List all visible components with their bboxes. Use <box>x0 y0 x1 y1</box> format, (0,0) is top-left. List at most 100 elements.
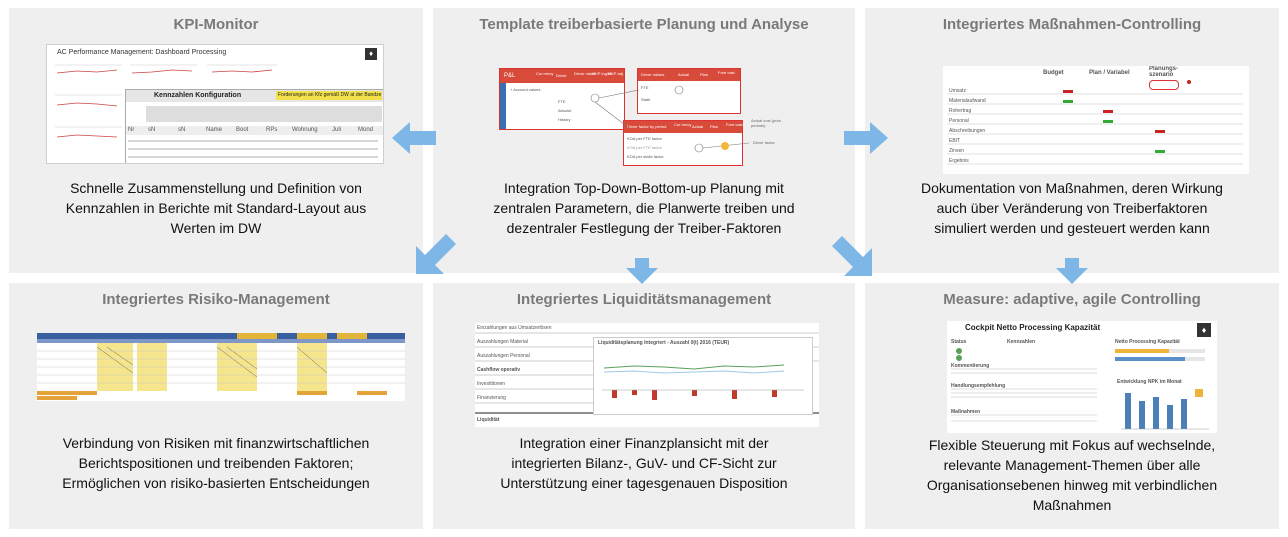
arrow-down-icon <box>1056 258 1088 284</box>
config-window: Kennzahlen Konfiguration Forderungen an … <box>125 89 383 163</box>
liquiditaet-screenshot: Einzahlungen aus Umsatzerlösen Auszahlun… <box>475 323 819 427</box>
panel-description: Dokumentation von Maßnahmen, deren Wirku… <box>875 178 1269 238</box>
dv-row: FTE <box>641 85 649 90</box>
status-label: Status <box>951 339 967 345</box>
dv-row: Stath <box>641 97 651 102</box>
lq-row: Cashflow operativ <box>477 367 521 373</box>
mc-row: Zinsen <box>949 148 965 154</box>
flow-connectors <box>590 85 750 153</box>
dv-head: Actual <box>678 72 690 77</box>
desc-line: Ermöglichen von risiko-basierten Entsche… <box>62 475 370 491</box>
section-label: Kommentierung <box>951 363 990 369</box>
section-label: Maßnahmen <box>951 409 981 415</box>
panel-title: Measure: adaptive, agile Controlling <box>943 291 1201 308</box>
measure-screenshot: Cockpit Netto Processing Kapazität ♦ Sta… <box>947 321 1217 433</box>
mc-grid-lines <box>947 80 1243 165</box>
driver-factor-header: Driver factor by period Cur rency Actual… <box>624 121 743 133</box>
df-head: Fore cast <box>726 122 743 127</box>
dv-head: Plan <box>700 72 709 77</box>
desc-line: Unterstützung einer tagesgenauen Disposi… <box>500 475 788 491</box>
col-4: Boot <box>236 127 249 133</box>
col-8: Mond <box>358 127 374 133</box>
dv-head: Fore cast <box>718 70 735 75</box>
desc-line: Werten im DW <box>170 220 262 236</box>
config-badge-text: Forderungen an Kfz gemäß DW at der Bandz… <box>278 92 382 98</box>
desc-line: Kennzahlen in Berichte mit Standard-Layo… <box>65 200 367 216</box>
panel-title: Integriertes Maßnahmen-Controlling <box>942 16 1202 33</box>
panel-description: Integration Top-Down-Bottom-up Planung m… <box>443 178 845 238</box>
panel-massnahmen-controlling: Integriertes Maßnahmen-Controlling Budge… <box>865 8 1279 273</box>
mc-col: Plan / Variabel <box>1089 70 1130 76</box>
panel-liquiditaetsmanagement: Integriertes Liquiditätsmanagement Einza… <box>433 283 855 529</box>
pl-row: History <box>558 117 571 122</box>
panel-title: Integriertes Liquiditätsmanagement <box>516 291 772 308</box>
pl-table-header: P&L Cur rency Driver Driver value GKP in… <box>500 69 624 83</box>
df-head: Driver factor by period <box>627 124 667 129</box>
arrow-down-icon <box>626 258 658 284</box>
panel-measure-controlling: Measure: adaptive, agile Controlling Coc… <box>865 283 1279 529</box>
chart1-title: Netto Processing Kapazität <box>1115 339 1180 345</box>
mc-row: Personal <box>949 118 969 124</box>
chart2-title: Entwicklung NPK im Monat <box>1117 379 1182 385</box>
logo-icon: ♦ <box>1197 323 1211 337</box>
liquidity-chart: Liquiditätsplanung Integriert - Auszahl … <box>593 337 813 415</box>
mc-row: Rohertrag <box>949 108 972 114</box>
mc-row: Abschreibungen <box>949 128 986 134</box>
panel-description: Integration einer Finanzplansicht mit de… <box>443 433 845 493</box>
desc-line: Integration einer Finanzplansicht mit de… <box>519 435 769 451</box>
pl-table: P&L Cur rency Driver Driver value GKP in… <box>499 68 625 130</box>
arrow-down-right-icon <box>832 236 872 276</box>
pl-head: GKP adj <box>608 71 623 76</box>
driver-factor-table: Driver factor by period Cur rency Actual… <box>623 120 743 166</box>
df-head: Plan <box>710 124 719 129</box>
template-screenshot: P&L Cur rency Driver Driver value GKP in… <box>499 68 789 168</box>
panel-title: KPI-Monitor <box>173 16 259 33</box>
cockpit-marks <box>951 348 1209 430</box>
pl-head: Driver value <box>574 71 596 76</box>
lq-chart-marks <box>602 364 804 400</box>
desc-line: dezentraler Festlegung der Treiber-Fakto… <box>506 220 782 236</box>
panel-title: Template treiberbasierte Planung und Ana… <box>479 16 809 33</box>
col-7: Juli <box>332 127 342 133</box>
panel-kpi-monitor: KPI-Monitor AC Performance Management: D… <box>9 8 423 273</box>
lq-row: Liquidität <box>477 417 500 423</box>
df-row: KOA per FTE factor <box>627 145 662 150</box>
panel-title: Integriertes Risiko-Management <box>102 291 330 308</box>
desc-line: integrierten Bilanz-, GuV- und CF-Sicht … <box>511 455 777 471</box>
flow-label: Actual cost (prior periods) <box>751 118 782 128</box>
mc-row: Ergebnis <box>949 158 969 164</box>
df-row: KOA per FTE factor <box>627 136 662 141</box>
driver-values-table: Driver values Actual Plan Fore cast FTE … <box>637 68 741 114</box>
desc-line: zentralen Parametern, die Planwerte trei… <box>493 200 795 216</box>
arrow-left-icon <box>392 122 436 154</box>
panel-template-planung: Template treiberbasierte Planung und Ana… <box>433 8 855 273</box>
desc-line: relevante Management-Themen über alle <box>943 457 1201 473</box>
mc-row: Umsatz <box>949 88 966 94</box>
logo-icon: ♦ <box>365 48 377 60</box>
pl-head: P&L <box>504 73 516 79</box>
risk-matrix <box>37 333 405 400</box>
desc-line: auch über Veränderung von Treiberfaktore… <box>936 200 1208 216</box>
desc-line: Organisationsebenen hinweg mit verbindli… <box>926 477 1218 493</box>
risiko-screenshot <box>37 333 405 401</box>
config-title: Kennzahlen Konfiguration <box>154 92 242 99</box>
panel-description: Flexible Steuerung mit Fokus auf wechsel… <box>875 435 1269 515</box>
pl-row: FTE <box>558 99 566 104</box>
df-head: Actual <box>692 124 704 129</box>
config-badge: Forderungen an Kfz gemäß DW at der Bandz… <box>276 91 382 100</box>
mini-line-charts <box>55 64 277 138</box>
scenario-highlight <box>1149 80 1179 90</box>
mc-col: Budget <box>1043 70 1064 76</box>
dv-head: Driver values <box>641 72 665 77</box>
desc-line: Schnelle Zusammenstellung und Definition… <box>70 180 362 196</box>
col-5: RPs <box>266 127 278 133</box>
col-0: Nr <box>128 127 135 133</box>
pl-head: GKP ing/bh <box>592 71 613 76</box>
cockpit-title: Cockpit Netto Processing Kapazität <box>965 323 1101 332</box>
df-head: Cur rency <box>674 122 692 127</box>
mc-row: EBIT <box>949 138 961 144</box>
kpi-monitor-screenshot: AC Performance Management: Dashboard Pro… <box>46 44 384 164</box>
config-col-header: Nr sN sN Name Boot RPs Wohnung Juli Mond <box>126 126 383 135</box>
lq-row: Investitionen <box>477 381 506 387</box>
section-label: Handlungsempfehlung <box>951 383 1006 389</box>
